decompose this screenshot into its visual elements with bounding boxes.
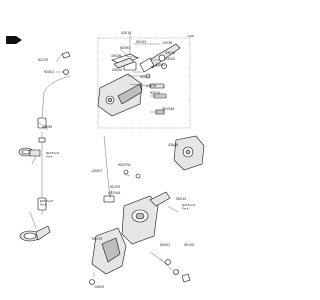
- label-43026: 43026: [111, 54, 121, 58]
- side-cover-assembly: [173, 135, 205, 171]
- ref-label-line: Ref.Front: [46, 151, 60, 155]
- label-43019: 43019: [146, 84, 156, 88]
- hose-clamp-upper: [18, 147, 41, 157]
- label-92154a: 92154A: [162, 107, 175, 111]
- assembly-outline-upper: [97, 37, 191, 129]
- corner-code: A40: [188, 34, 194, 38]
- label-13236: 13236: [162, 41, 172, 45]
- label-43048: 43048: [168, 143, 178, 147]
- label-92150: 92150: [184, 243, 194, 247]
- label-92015-b: 92015: [150, 91, 160, 95]
- label-92093: 92093: [120, 46, 130, 50]
- label-92015: 92015: [140, 75, 150, 79]
- label-92001: 92001: [155, 63, 165, 67]
- brand-logo-icon: [6, 36, 22, 44]
- clutch-hose: [37, 75, 71, 215]
- label-92153-top: 92153: [136, 40, 146, 44]
- label-92037a: 92037A: [118, 163, 131, 167]
- ref-label-line: Fork: [40, 202, 47, 206]
- label-43095: 43095: [42, 125, 52, 129]
- exploded-parts-diagram: A40: [6, 31, 205, 289]
- label-92153-mid: 92153: [110, 185, 120, 189]
- label-43015: 43015: [121, 31, 131, 35]
- label-92173: 92173: [92, 237, 102, 241]
- lower-fasteners: [89, 169, 191, 285]
- release-arm: [91, 227, 127, 275]
- label-14093: 14093: [94, 285, 104, 289]
- label-43022: 43022: [165, 57, 175, 61]
- label-43020: 43020: [112, 68, 122, 72]
- label-43016: 43016: [165, 51, 175, 55]
- label-92154a-b: 92154A: [108, 191, 121, 195]
- ref-label-line: Fork: [46, 154, 53, 158]
- label-92015-c: 92015: [176, 197, 186, 201]
- reservoir-cap: [111, 53, 139, 69]
- label-43057: 43057: [92, 169, 102, 173]
- leader-lines: [29, 33, 179, 278]
- label-92001-left: 92001: [44, 70, 54, 74]
- part-labels: 43015 92153 13236 92093 43016 43022 4302…: [38, 31, 194, 289]
- ref-label-line: Ref.Front: [40, 199, 54, 203]
- label-92153-left: 92153: [38, 58, 48, 62]
- ref-label-line: Ref.Front: [182, 203, 196, 207]
- pushrod: [103, 135, 115, 203]
- master-cylinder: [97, 61, 143, 117]
- ref-label-line: Fork: [182, 206, 189, 210]
- slave-cylinder: [121, 191, 171, 245]
- hose-clamp-lower: [19, 225, 51, 242]
- label-92001-c: 92001: [160, 243, 170, 247]
- banjo-bolt-left: [61, 51, 71, 75]
